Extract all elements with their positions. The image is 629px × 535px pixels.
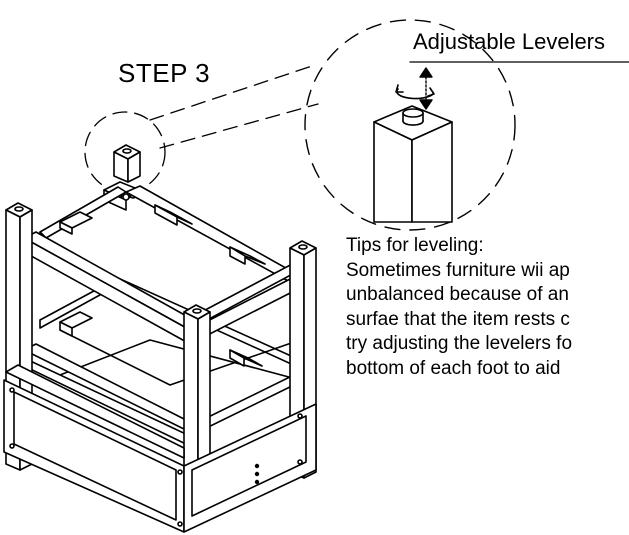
magnifier-circle [304, 19, 516, 231]
tips-heading: Tips for leveling: [346, 235, 484, 256]
leveler-detail-callout [304, 19, 629, 231]
tips-line: try adjusting the levelers fo [346, 333, 573, 354]
zoom-indicator [84, 65, 319, 193]
back-left-rail [39, 186, 127, 239]
leveler-foot-icon [402, 108, 424, 126]
table-frame [3, 144, 317, 533]
leveling-tips: Tips for leveling: Sometimes furniture w… [346, 234, 629, 381]
rotate-arrow-icon [395, 84, 435, 100]
back-left-post [113, 144, 141, 183]
height-adjust-arrow-icon [419, 67, 433, 110]
base-box [3, 364, 317, 533]
tips-line: surfae that the item rests c [346, 308, 570, 330]
cleats [59, 204, 266, 367]
tips-line: bottom of each foot to aid [346, 357, 561, 379]
step-title: STEP 3 [118, 58, 211, 88]
tips-line: Sometimes furniture wii ap [346, 259, 570, 281]
adjustable-levelers-label: Adjustable Levelers [413, 29, 606, 54]
back-right-rail [125, 185, 301, 283]
tips-line: unbalanced because of an [346, 284, 569, 305]
